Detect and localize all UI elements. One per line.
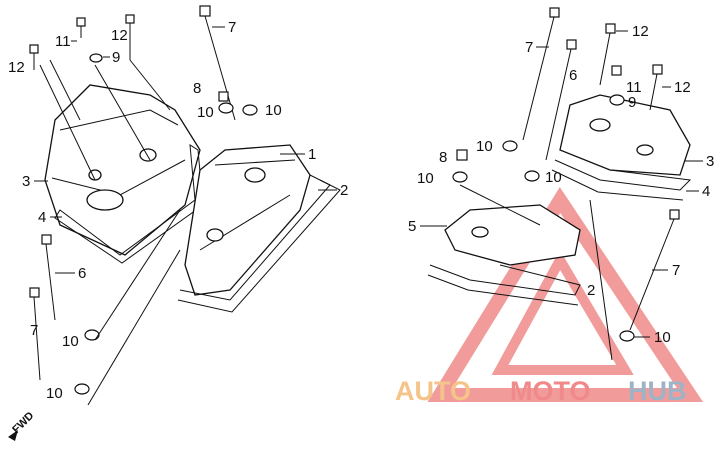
callout-left-9: 9 — [112, 49, 120, 66]
callout-left-4: 4 — [38, 209, 46, 226]
callout-right-10d: 10 — [654, 329, 671, 346]
callout-right-10b: 10 — [545, 169, 562, 186]
callout-left-10d: 10 — [46, 385, 63, 402]
callout-left-7b: 7 — [30, 322, 38, 339]
watermark-logo — [427, 187, 704, 402]
callout-left-10b: 10 — [265, 102, 282, 119]
callout-right-12a: 12 — [632, 23, 649, 40]
callout-left-6: 6 — [78, 265, 86, 282]
gasket-front-2 — [429, 264, 581, 296]
callout-right-6: 6 — [569, 67, 577, 84]
right-assembly — [427, 7, 692, 361]
callout-left-12b: 12 — [8, 59, 25, 76]
callout-right-7b: 7 — [672, 262, 680, 279]
callout-left-10c: 10 — [62, 333, 79, 350]
callout-right-7: 7 — [525, 39, 533, 56]
gasket-rear-4 — [554, 159, 692, 191]
fwd-label: FWD — [10, 410, 36, 436]
callout-left-10a: 10 — [197, 104, 214, 121]
callout-right-3: 3 — [706, 153, 714, 170]
cylinder-head-cover-left — [44, 84, 201, 256]
callout-left-3: 3 — [22, 173, 30, 190]
callout-right-10a: 10 — [476, 138, 493, 155]
callout-left-11: 11 — [55, 33, 71, 50]
cylinder-head-cover-front — [444, 204, 581, 266]
callout-right-12b: 12 — [674, 79, 691, 96]
fwd-arrow-icon — [8, 430, 18, 441]
watermark-auto: AUTO — [395, 376, 471, 406]
callout-right-5: 5 — [408, 218, 416, 235]
cylinder-head-cover-rear — [559, 94, 691, 176]
callout-left-8: 8 — [193, 80, 201, 97]
callout-left-12a: 12 — [111, 27, 128, 44]
watermark-hub: HUB — [628, 376, 687, 406]
callout-right-10c: 10 — [417, 170, 434, 187]
right-callouts: 7 6 12 12 11 9 10 10 8 10 3 4 5 2 7 10 — [408, 23, 714, 346]
watermark-moto: MOTO — [510, 376, 591, 406]
callout-right-11: 11 — [626, 79, 642, 96]
left-callouts: 11 12 12 9 7 8 10 10 1 2 3 4 6 7 10 10 F… — [8, 19, 348, 436]
callout-right-9: 9 — [628, 94, 636, 111]
callout-left-2: 2 — [340, 182, 348, 199]
callout-right-4: 4 — [702, 183, 710, 200]
callout-left-7: 7 — [228, 19, 236, 36]
cylinder-head-cover-right — [184, 144, 311, 296]
callout-right-2: 2 — [587, 282, 595, 299]
watermark-text: AUTO MOTO HUB — [395, 376, 687, 406]
gasket-left-4 — [54, 144, 204, 264]
callout-right-8: 8 — [439, 149, 447, 166]
left-assembly — [8, 5, 341, 441]
callout-left-1: 1 — [308, 146, 316, 163]
